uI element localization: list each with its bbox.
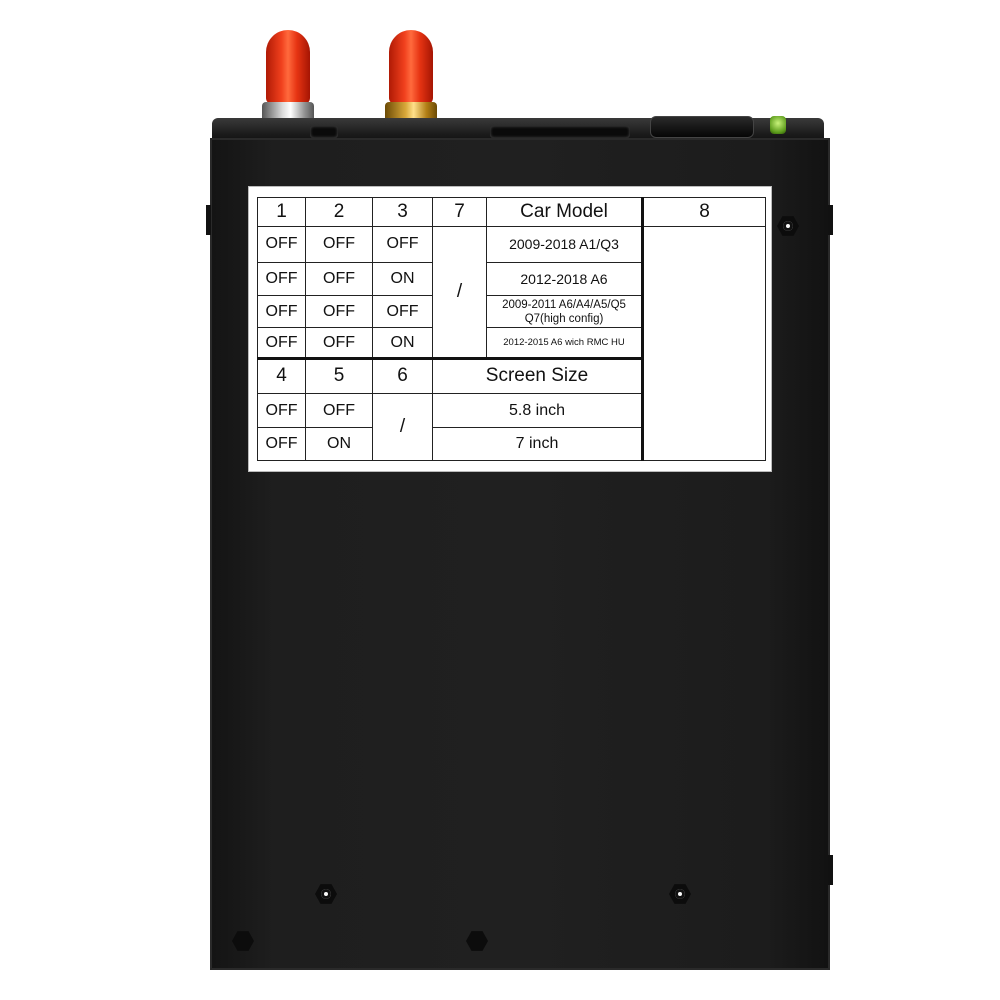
switch-7-value: / [432,225,487,360]
header-cell: 4 [257,357,306,394]
side-notch [206,205,211,235]
header-cell-screen-size: Screen Size [432,357,643,394]
header-cell: 6 [372,357,433,394]
table-row: OFF OFF OFF / 2009-2018 A1/Q3 [257,225,766,462]
switch-value: OFF [257,392,306,429]
table-row: OFF ON 7 inch [257,427,766,461]
hex-screw-icon [777,216,799,236]
car-model-cell: 2009-2018 A1/Q3 [486,225,643,264]
header-cell: 1 [257,197,306,227]
car-model-cell: 2009-2011 A6/A4/A5/Q5 Q7(high config) [486,294,643,329]
side-notch [828,205,833,235]
switch-value: OFF [305,294,373,329]
table-row: OFF OFF / 5.8 inch [257,392,766,462]
switch-value: OFF [372,225,433,264]
dip-switch-label: 1 2 3 7 Car Model 8 OFF OFF OFF / 2009-2… [248,186,772,472]
screen-size-cell: 5.8 inch [432,392,643,429]
switch-value: OFF [257,262,306,296]
switch-value: OFF [305,225,373,264]
header-cell: 5 [305,357,373,394]
vent-slot [310,126,338,138]
switch-value: ON [305,427,373,461]
switch-value: OFF [257,294,306,329]
switch-value: ON [372,262,433,296]
switch-value: OFF [372,294,433,329]
car-model-cell: 2012-2015 A6 wich RMC HU [486,327,643,360]
switch-value: OFF [257,225,306,264]
header-cell: 3 [372,197,433,227]
antenna-cap-red [266,30,310,104]
switch-6-value: / [372,392,433,462]
table-row: 4 5 6 Screen Size [257,357,766,394]
hex-screw-icon [466,931,488,951]
vent-slot [490,126,630,138]
table-row: 1 2 3 7 Car Model 8 [257,197,766,227]
switch-value: OFF [305,262,373,296]
header-cell-car-model: Car Model [486,197,643,227]
hex-screw-icon [232,931,254,951]
side-notch [828,855,833,885]
screen-size-cell: 7 inch [432,427,643,461]
status-led-icon [770,116,786,134]
header-cell: 2 [305,197,373,227]
header-cell: 8 [641,197,766,227]
table-row: OFF OFF ON 2012-2015 A6 wich RMC HU [257,327,766,360]
header-cell: 7 [432,197,487,227]
switch-value: ON [372,327,433,360]
switch-value: OFF [257,327,306,360]
table-row: OFF OFF OFF 2009-2011 A6/A4/A5/Q5 Q7(hig… [257,294,766,329]
switch-8-cell [641,225,766,462]
switch-value: OFF [257,427,306,461]
car-model-cell: 2012-2018 A6 [486,262,643,296]
antenna-cap-red [389,30,433,104]
connector-port [650,116,754,138]
table-row: OFF OFF ON 2012-2018 A6 [257,262,766,296]
dip-switch-table: 1 2 3 7 Car Model 8 OFF OFF OFF / 2009-2… [257,197,766,462]
hex-screw-icon [315,884,337,904]
switch-value: OFF [305,327,373,360]
hex-screw-icon [669,884,691,904]
switch-value: OFF [305,392,373,429]
